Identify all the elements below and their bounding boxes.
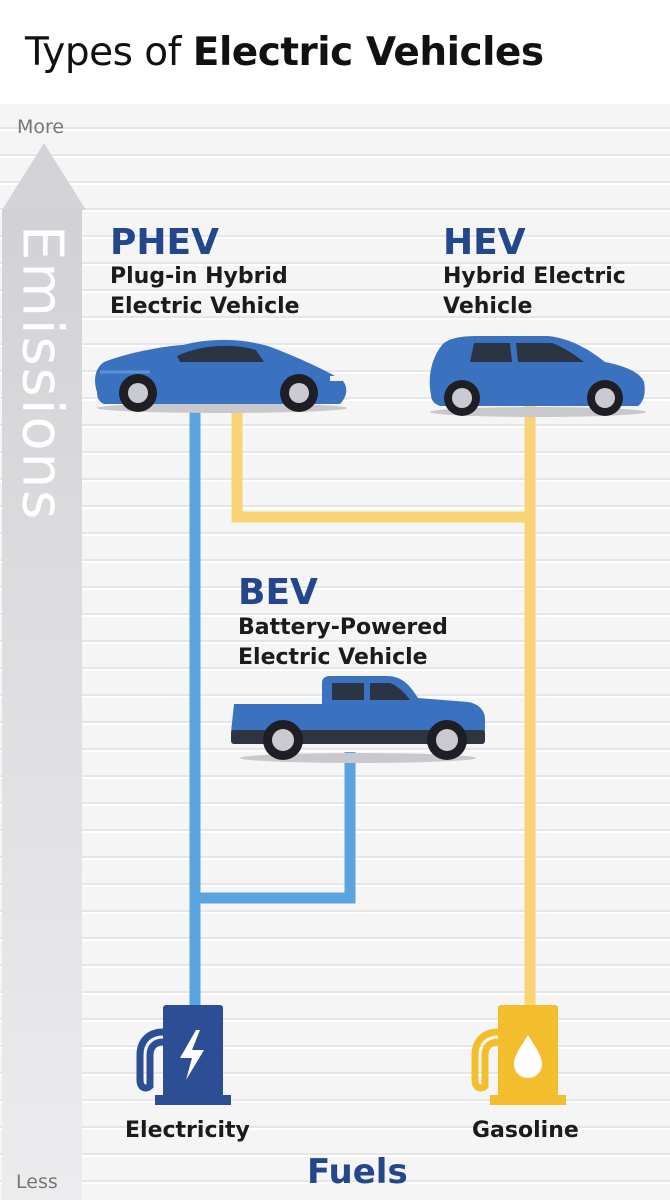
page-title: Types of Electric Vehicles <box>25 30 544 75</box>
axis-bottom-label: Less <box>16 1171 58 1193</box>
gas-line-phev <box>231 405 530 523</box>
bev-name: Battery-Powered Electric Vehicle <box>238 615 448 670</box>
gasoline-label: Gasoline <box>472 1118 579 1143</box>
striped-background <box>0 104 670 1200</box>
bev-code: BEV <box>238 572 318 613</box>
phev-code: PHEV <box>110 222 219 263</box>
axis-top-label: More <box>17 116 65 138</box>
phev-name: Plug-in Hybrid Electric Vehicle <box>110 264 300 319</box>
electricity-label: Electricity <box>125 1118 250 1143</box>
hev-name: Hybrid Electric Vehicle <box>443 264 626 319</box>
axis-label: Emissions <box>9 225 75 522</box>
hev-code: HEV <box>443 222 526 263</box>
electric-line-bev <box>195 752 356 904</box>
fuels-title: Fuels <box>307 1152 408 1192</box>
